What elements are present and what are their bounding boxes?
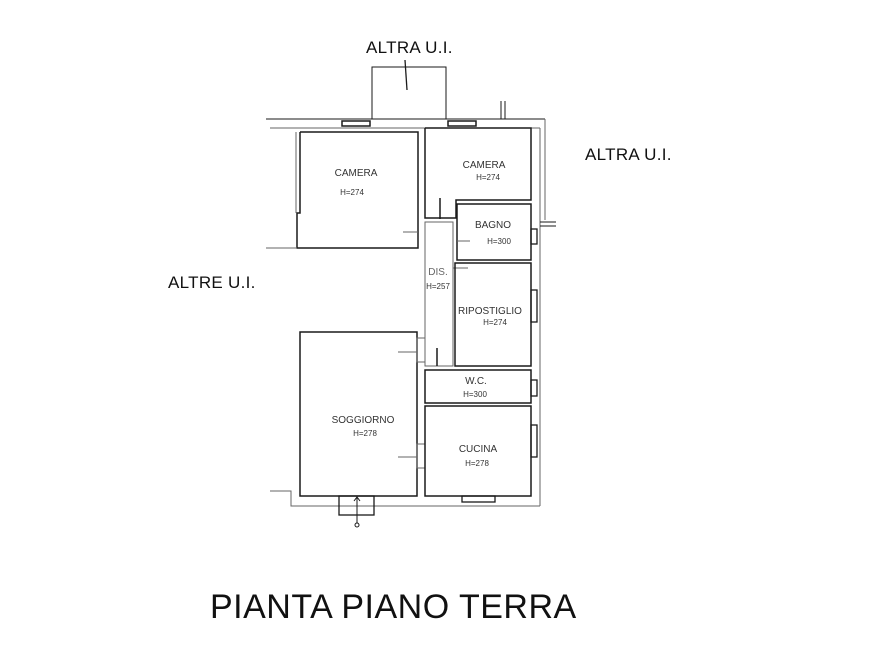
room-soggiorno — [299, 331, 418, 497]
window-right-1 — [530, 228, 538, 245]
room-height-wc: H=300 — [463, 390, 487, 399]
window-bottom-kitchen — [461, 495, 496, 503]
room-height-bagno: H=300 — [487, 237, 511, 246]
room-camera-2 — [424, 127, 532, 219]
room-height-ripostiglio: H=274 — [483, 318, 507, 327]
room-label-wc: W.C. — [465, 376, 487, 387]
room-bagno — [456, 203, 532, 261]
room-height-disimpegno: H=257 — [426, 282, 450, 291]
room-label-soggiorno: SOGGIORNO — [331, 415, 395, 426]
room-label-disimpegno: DIS. — [428, 267, 448, 278]
neighbor-label-top: ALTRA U.I. — [366, 38, 453, 57]
room-label-cucina: CUCINA — [458, 444, 498, 455]
window-right-2 — [530, 289, 538, 323]
neighbor-label-right: ALTRA U.I. — [585, 145, 672, 164]
room-label-camera-2: CAMERA — [462, 160, 506, 171]
top-annex — [371, 66, 447, 120]
room-disimpegno — [424, 221, 454, 367]
window-top-left — [341, 120, 371, 127]
window-top-right — [447, 120, 477, 127]
room-height-soggiorno: H=278 — [353, 429, 377, 438]
room-height-camera-1: H=274 — [340, 188, 364, 197]
window-right-4 — [530, 424, 538, 458]
room-label-ripostiglio: RIPOSTIGLIO — [458, 306, 522, 317]
drawing-title: PIANTA PIANO TERRA — [210, 588, 577, 626]
neighbor-label-left: ALTRE U.I. — [168, 273, 256, 292]
window-right-3 — [530, 379, 538, 397]
room-label-camera-1: CAMERA — [334, 168, 378, 179]
room-height-cucina: H=278 — [465, 459, 489, 468]
room-height-camera-2: H=274 — [476, 173, 500, 182]
room-label-bagno: BAGNO — [474, 220, 512, 231]
